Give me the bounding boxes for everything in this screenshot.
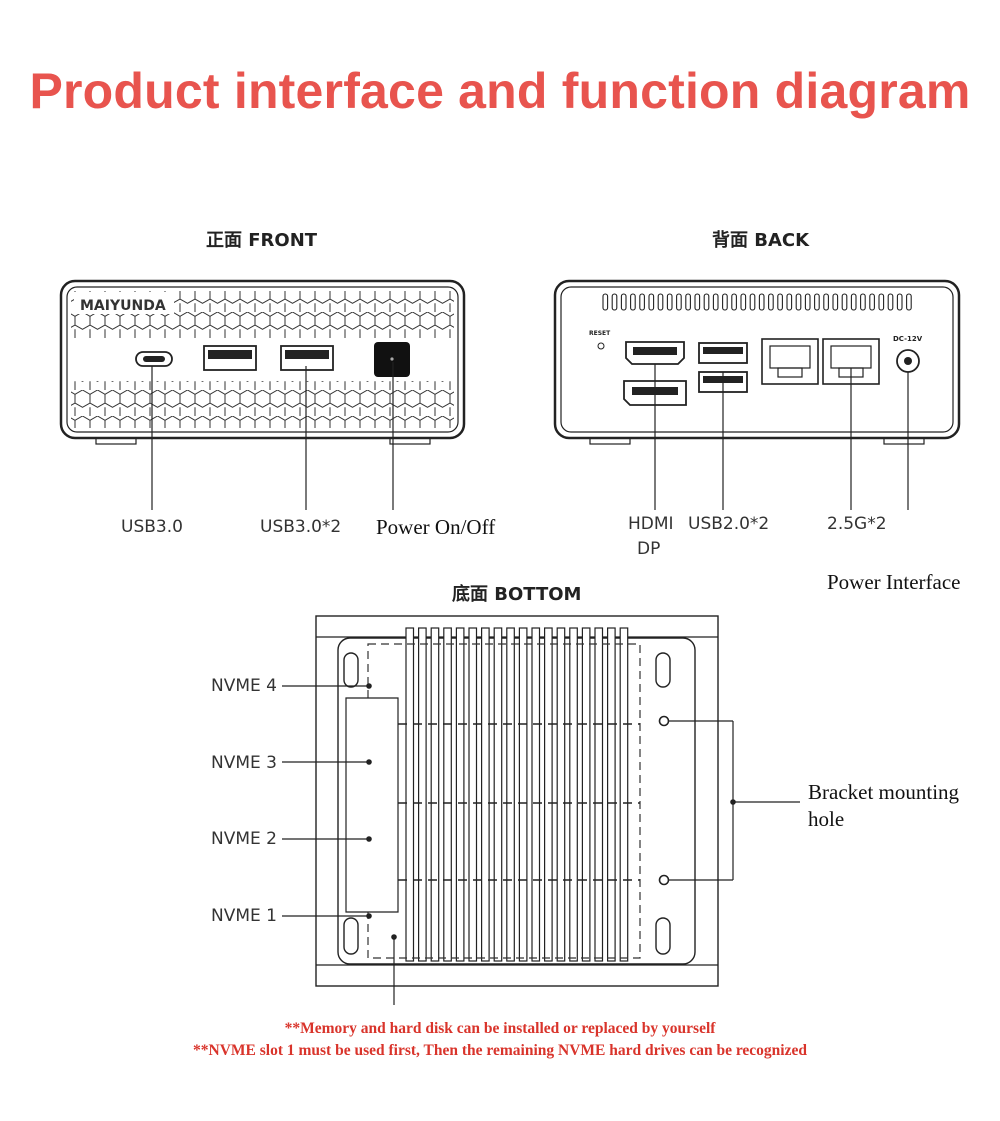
- bottom-view-heading: 底面 BOTTOM: [452, 584, 582, 605]
- vent-slot: [657, 293, 664, 311]
- lan-port-1: [761, 338, 819, 385]
- heatsink-fin: [581, 627, 591, 962]
- back-vents: [602, 293, 912, 311]
- heatsink-fin: [443, 627, 452, 962]
- vent-slot: [703, 293, 710, 311]
- nvme-1-label: NVME 1: [211, 906, 277, 926]
- heatsink-fins: [405, 627, 629, 962]
- front-view-heading: 正面 FRONT: [206, 230, 318, 251]
- vent-slot: [666, 293, 673, 311]
- vent-slot: [814, 293, 820, 311]
- vent-slot: [639, 293, 645, 311]
- back-ports: [623, 338, 920, 406]
- memory-slot-outline: [345, 697, 399, 913]
- vent-slot: [896, 293, 903, 311]
- heatsink-fin: [493, 627, 503, 962]
- usb-c-label: USB3.0: [121, 517, 183, 537]
- heatsink-fin: [619, 627, 629, 962]
- vent-slot: [786, 293, 793, 311]
- reset-label: RESET: [589, 330, 611, 337]
- heatsink-fin: [543, 627, 553, 962]
- vent-slot: [850, 293, 857, 311]
- vent-slot: [749, 293, 756, 311]
- usb2-label: USB2.0*2: [688, 514, 770, 534]
- heatsink-fin: [556, 627, 566, 962]
- heatsink-fin: [506, 627, 515, 962]
- page-title: Product interface and function diagram: [29, 63, 971, 119]
- vent-slot: [869, 293, 875, 311]
- vent-slot: [676, 293, 682, 311]
- front-case: [59, 279, 466, 445]
- vent-slot: [887, 293, 894, 311]
- heatsink-fin: [594, 627, 604, 962]
- front-ports: [135, 342, 410, 377]
- bracket-label-line2: hole: [808, 807, 845, 831]
- heatsink-fin: [606, 627, 616, 962]
- nvme-4-label: NVME 4: [211, 676, 277, 696]
- heatsink-fin: [468, 627, 478, 962]
- nvme-2-label: NVME 2: [211, 829, 277, 849]
- vent-slot: [648, 293, 655, 311]
- vent-slot: [823, 293, 829, 311]
- vent-slot: [620, 293, 627, 311]
- vent-slot: [804, 293, 811, 311]
- vent-slot: [832, 293, 839, 311]
- bottom-callouts: [282, 683, 800, 1005]
- vent-slot: [602, 293, 609, 311]
- vent-slot: [795, 293, 802, 311]
- dc-label: DC-12V: [893, 335, 923, 343]
- back-callouts: [654, 364, 909, 510]
- vent-slot: [777, 293, 783, 311]
- vent-slot: [860, 293, 866, 311]
- heatsink-fin: [518, 627, 528, 962]
- bracket-hole-top: [658, 715, 670, 727]
- front-callouts: [151, 362, 394, 510]
- brand-logo: MAIYUNDA: [80, 298, 166, 314]
- vent-slot: [611, 293, 618, 311]
- heatsink-fin: [430, 627, 440, 962]
- vent-slot: [722, 293, 728, 311]
- bracket-hole-bottom: [658, 874, 670, 886]
- vent-slot: [841, 293, 848, 311]
- heatsink-fin: [405, 627, 415, 962]
- lan-label: 2.5G*2: [827, 514, 887, 534]
- note-install: **Memory and hard disk can be installed …: [284, 1020, 716, 1037]
- vent-slot: [712, 293, 719, 311]
- power-interface-label: Power Interface: [827, 570, 961, 594]
- heatsink-fin: [455, 627, 465, 962]
- heatsink-fin: [531, 627, 541, 962]
- vent-slot: [758, 293, 765, 311]
- vent-slot: [768, 293, 774, 311]
- hdmi-label: HDMI: [628, 514, 674, 534]
- vent-slot: [630, 293, 636, 311]
- bracket-label-line1: Bracket mounting: [808, 780, 960, 804]
- power-button-label: Power On/Off: [376, 515, 496, 539]
- note-nvme-order: **NVME slot 1 must be used first, Then t…: [193, 1042, 807, 1059]
- vent-slot: [731, 293, 737, 311]
- usb-a-label: USB3.0*2: [260, 517, 342, 537]
- back-view-heading: 背面 BACK: [712, 230, 810, 251]
- vent-slot: [740, 293, 747, 311]
- heatsink-fin: [481, 627, 490, 962]
- heatsink-fin: [569, 627, 578, 962]
- vent-slot: [878, 293, 885, 311]
- bottom-case: [315, 615, 719, 987]
- vent-slot: [694, 293, 701, 311]
- nvme-3-label: NVME 3: [211, 753, 277, 773]
- vent-slot: [906, 293, 912, 311]
- dp-label: DP: [637, 539, 661, 559]
- heatsink-fin: [418, 627, 427, 962]
- vent-slot: [685, 293, 691, 311]
